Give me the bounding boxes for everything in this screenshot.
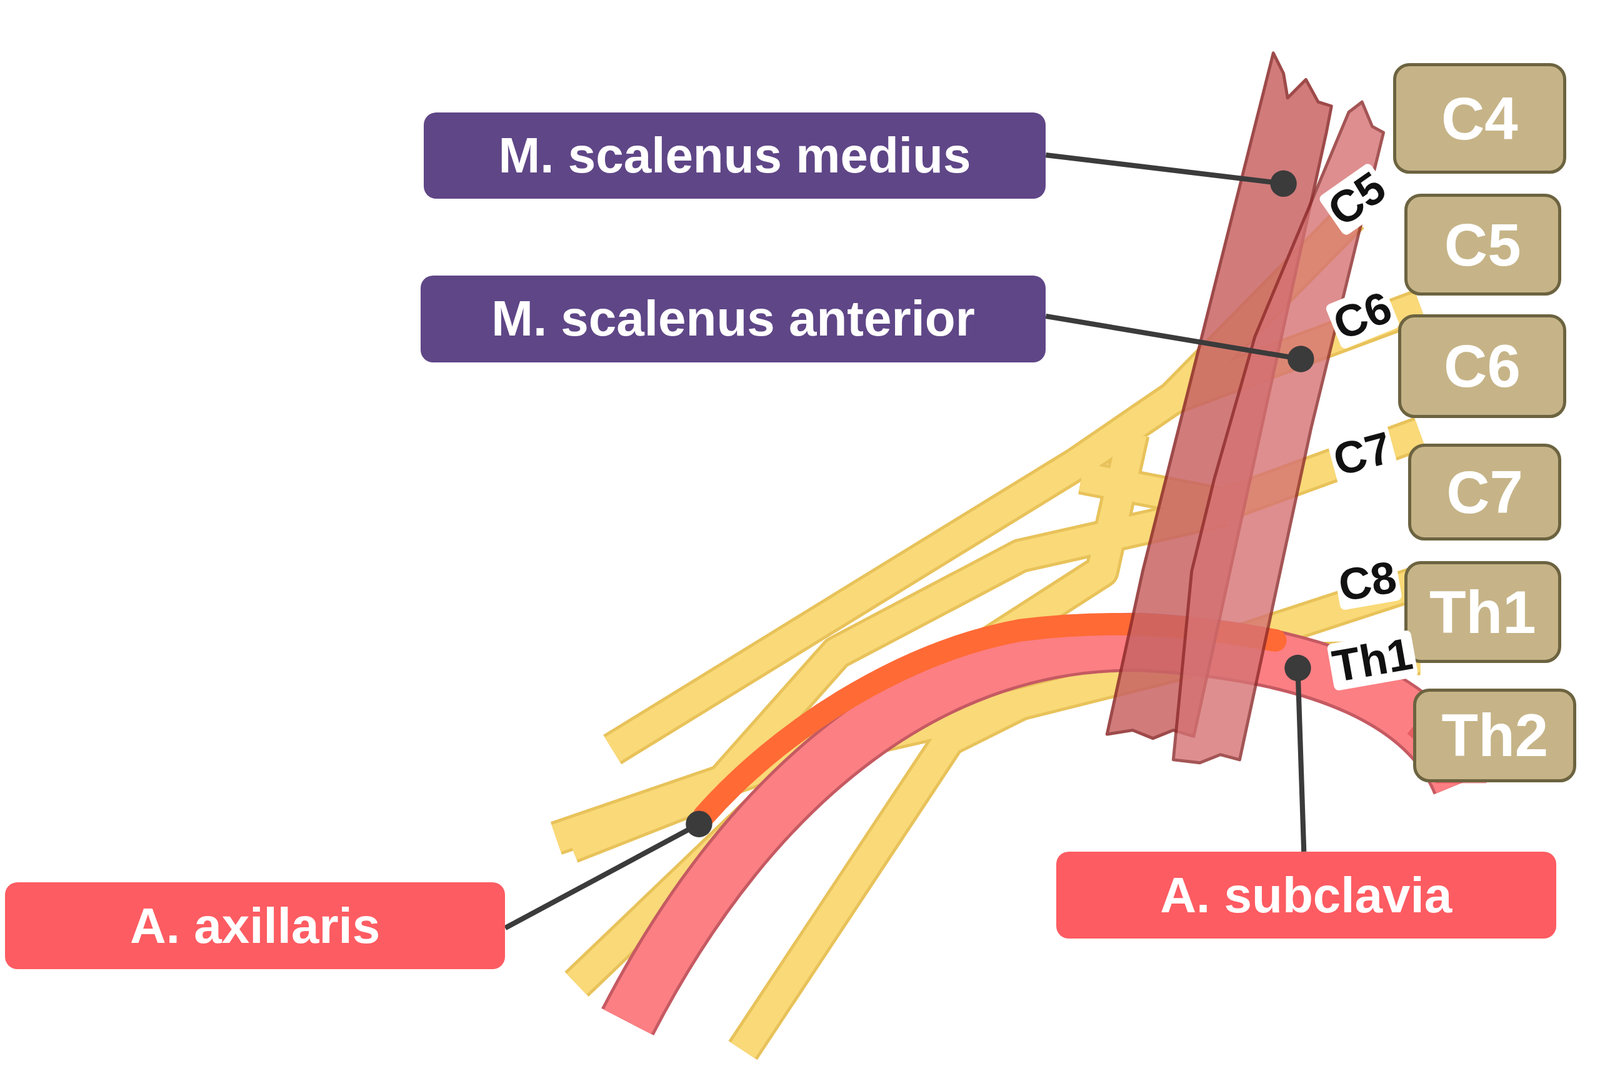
label-text: C7 [1446, 459, 1524, 526]
label-text: C5 [1444, 211, 1522, 279]
label-text: Th2 [1441, 702, 1549, 769]
label-text: C4 [1441, 85, 1519, 152]
structure-label-box: M. scalenus medius [423, 112, 1047, 200]
structure-label-box: M. scalenus anterior [420, 275, 1047, 363]
artery [627, 624, 1461, 1022]
label-text: C6 [1443, 333, 1521, 400]
vessel-label-box: A. axillaris [5, 882, 505, 970]
label-text: A. subclavia [1160, 868, 1452, 924]
label-text: Th1 [1429, 579, 1537, 646]
vertebra-box: C5 [1404, 193, 1562, 296]
vertebra-box: Th2 [1413, 688, 1577, 783]
vertebra-box: C7 [1408, 443, 1562, 541]
label-text: A. axillaris [130, 898, 380, 954]
label-text: M. scalenus anterior [491, 291, 975, 347]
vertebra-box: C4 [1393, 63, 1567, 174]
nerve-root-label: C8 [1332, 553, 1403, 611]
nerve-root-label: C7 [1325, 423, 1399, 485]
vertebra-box: Th1 [1404, 561, 1562, 664]
vessel-label-box: A. subclavia [1056, 851, 1557, 939]
vertebra-box: C6 [1398, 314, 1567, 419]
label-text: M. scalenus medius [498, 128, 972, 184]
leader-lines [505, 155, 1314, 929]
